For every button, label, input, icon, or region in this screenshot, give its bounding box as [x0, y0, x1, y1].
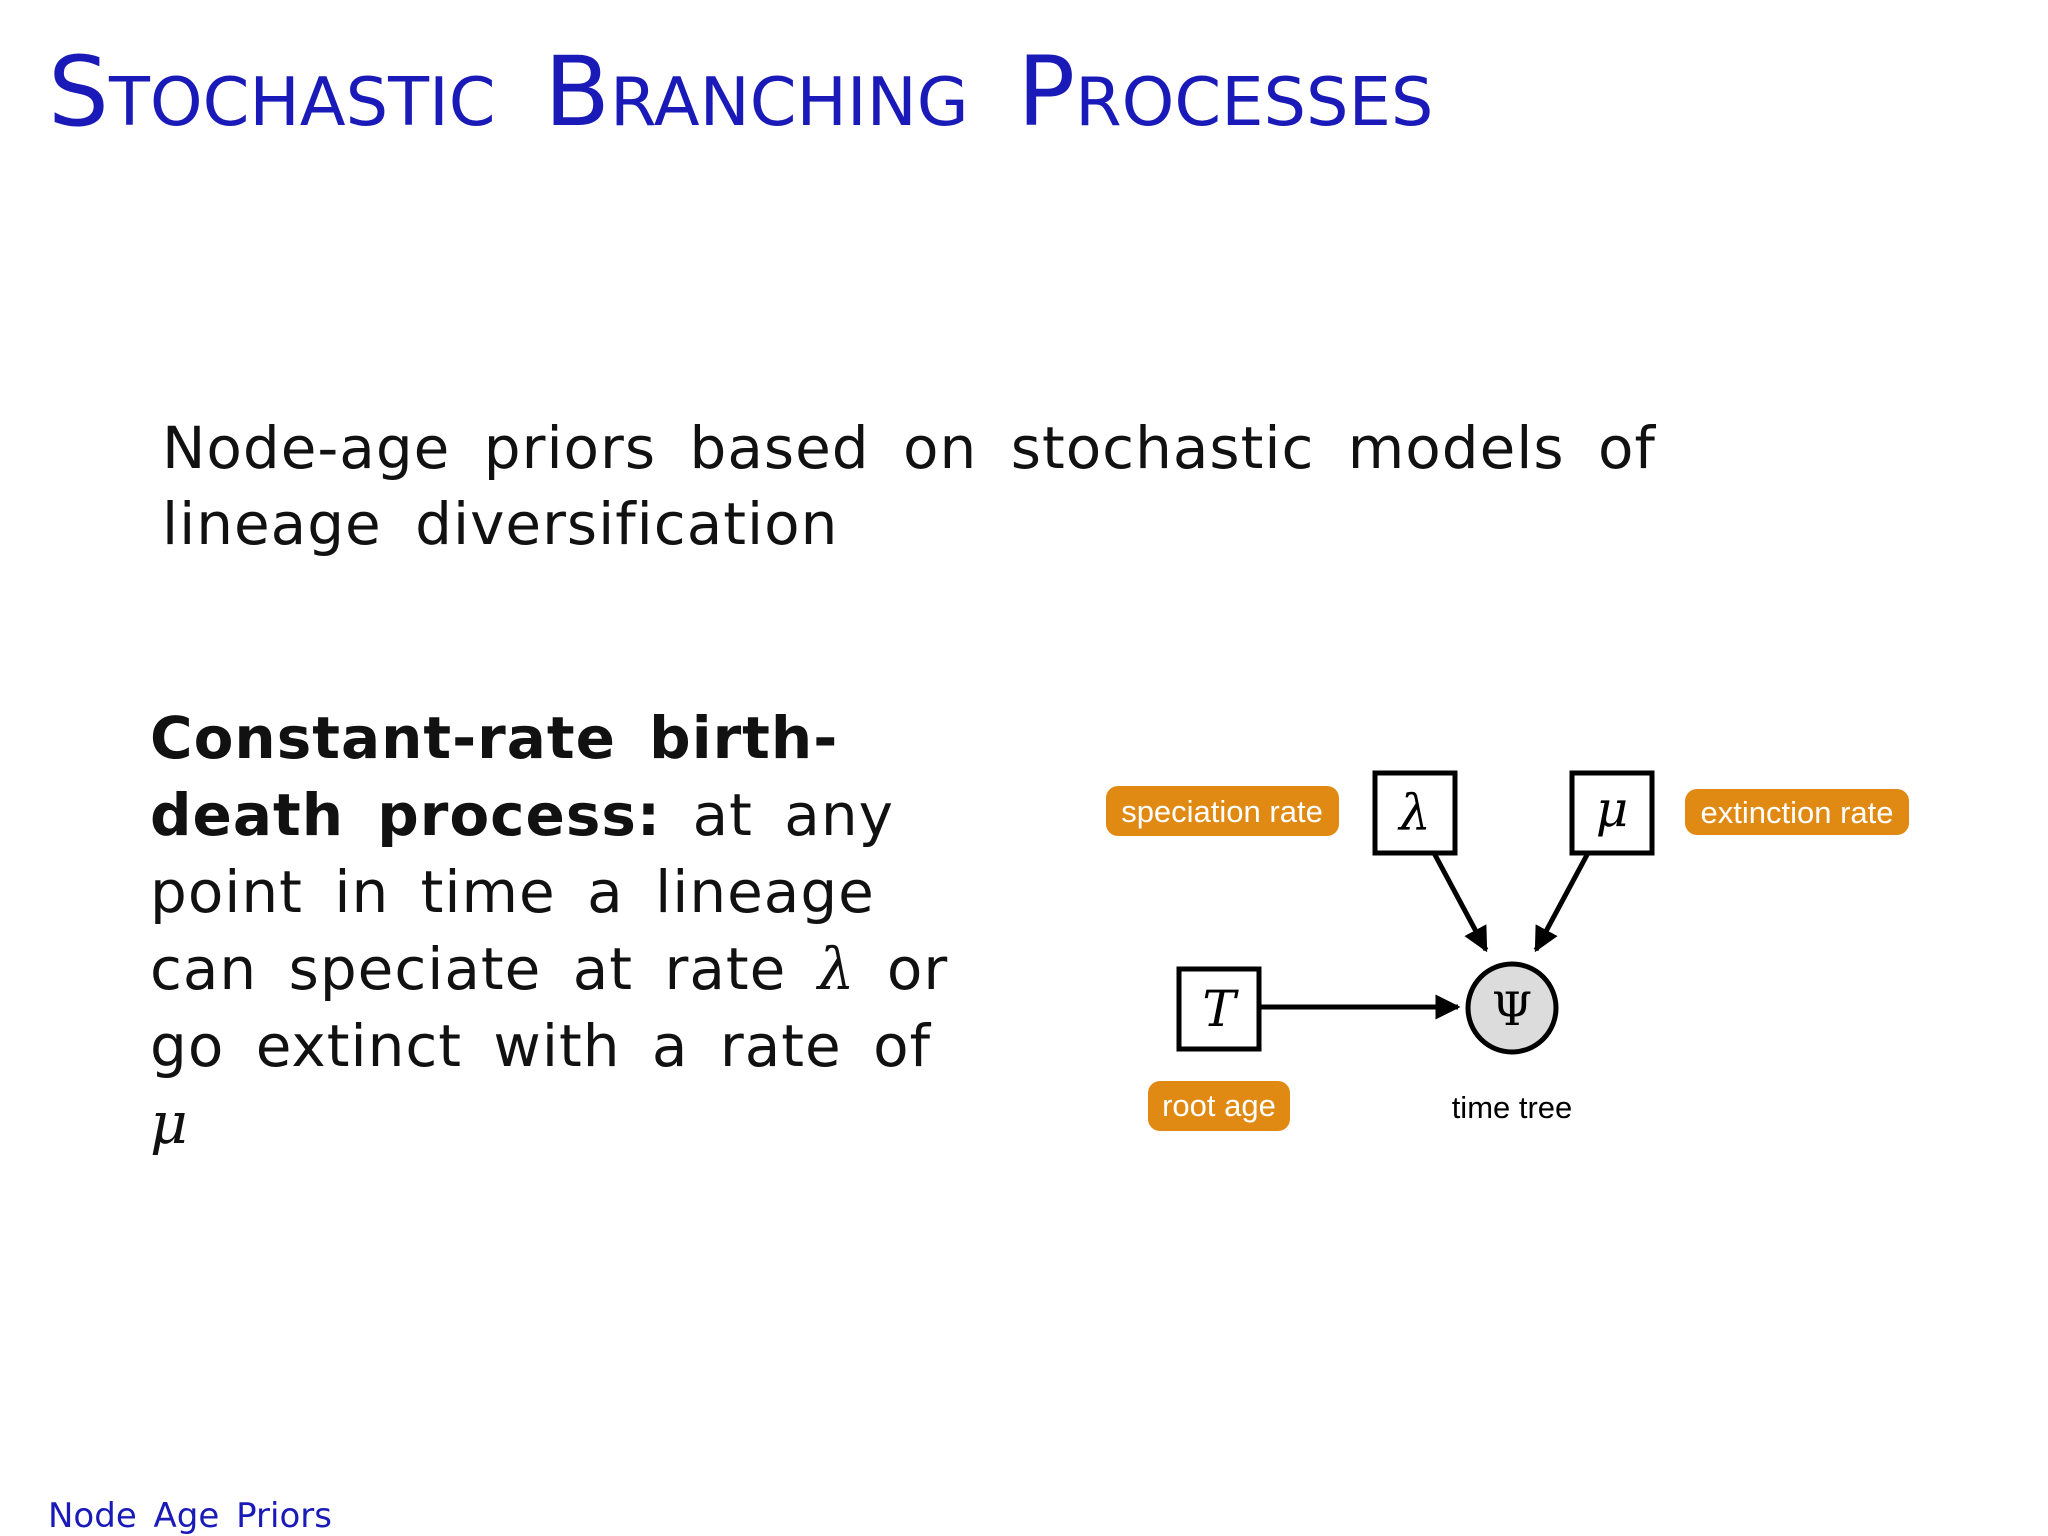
edge-mu-to-tree — [1533, 851, 1591, 953]
edge-lambda-to-tree — [1431, 851, 1489, 953]
extinction-rate-label: extinction rate — [1701, 795, 1894, 830]
speciation-rate-badge: speciation rate — [1106, 786, 1339, 836]
root-age-node: T — [1176, 966, 1262, 1052]
speciation-rate-label: speciation rate — [1121, 794, 1323, 829]
time-tree-node: Ψ — [1465, 961, 1559, 1055]
body-text-part-1: at any point in time a lineage can speci… — [150, 781, 894, 1003]
root-age-badge: root age — [1148, 1081, 1290, 1131]
slide-title: Stochastic Branching Processes — [48, 36, 1434, 148]
footer-section-title: Node Age Priors — [48, 1496, 332, 1536]
time-tree-node-symbol: Ψ — [1492, 982, 1532, 1036]
mu-node-symbol: μ — [1596, 780, 1629, 838]
root-age-label: root age — [1162, 1088, 1276, 1123]
lambda-node: λ — [1372, 770, 1458, 856]
body-text-part-2: or go extinct with a rate of — [150, 935, 949, 1080]
intro-text: Node-age priors based on stochastic mode… — [162, 414, 1656, 558]
mu-node: μ — [1569, 770, 1655, 856]
time-tree-label: time tree — [1452, 1090, 1573, 1125]
mu-symbol: μ — [150, 1089, 189, 1157]
lambda-symbol: λ — [817, 935, 856, 1003]
lambda-node-symbol: λ — [1397, 784, 1431, 842]
root-age-node-symbol: T — [1202, 980, 1239, 1038]
extinction-rate-badge: extinction rate — [1685, 789, 1909, 835]
body-bold-lead: Constant-rate birth-death process: — [150, 704, 839, 849]
body-text: Constant-rate birth-death process: at an… — [150, 700, 970, 1162]
